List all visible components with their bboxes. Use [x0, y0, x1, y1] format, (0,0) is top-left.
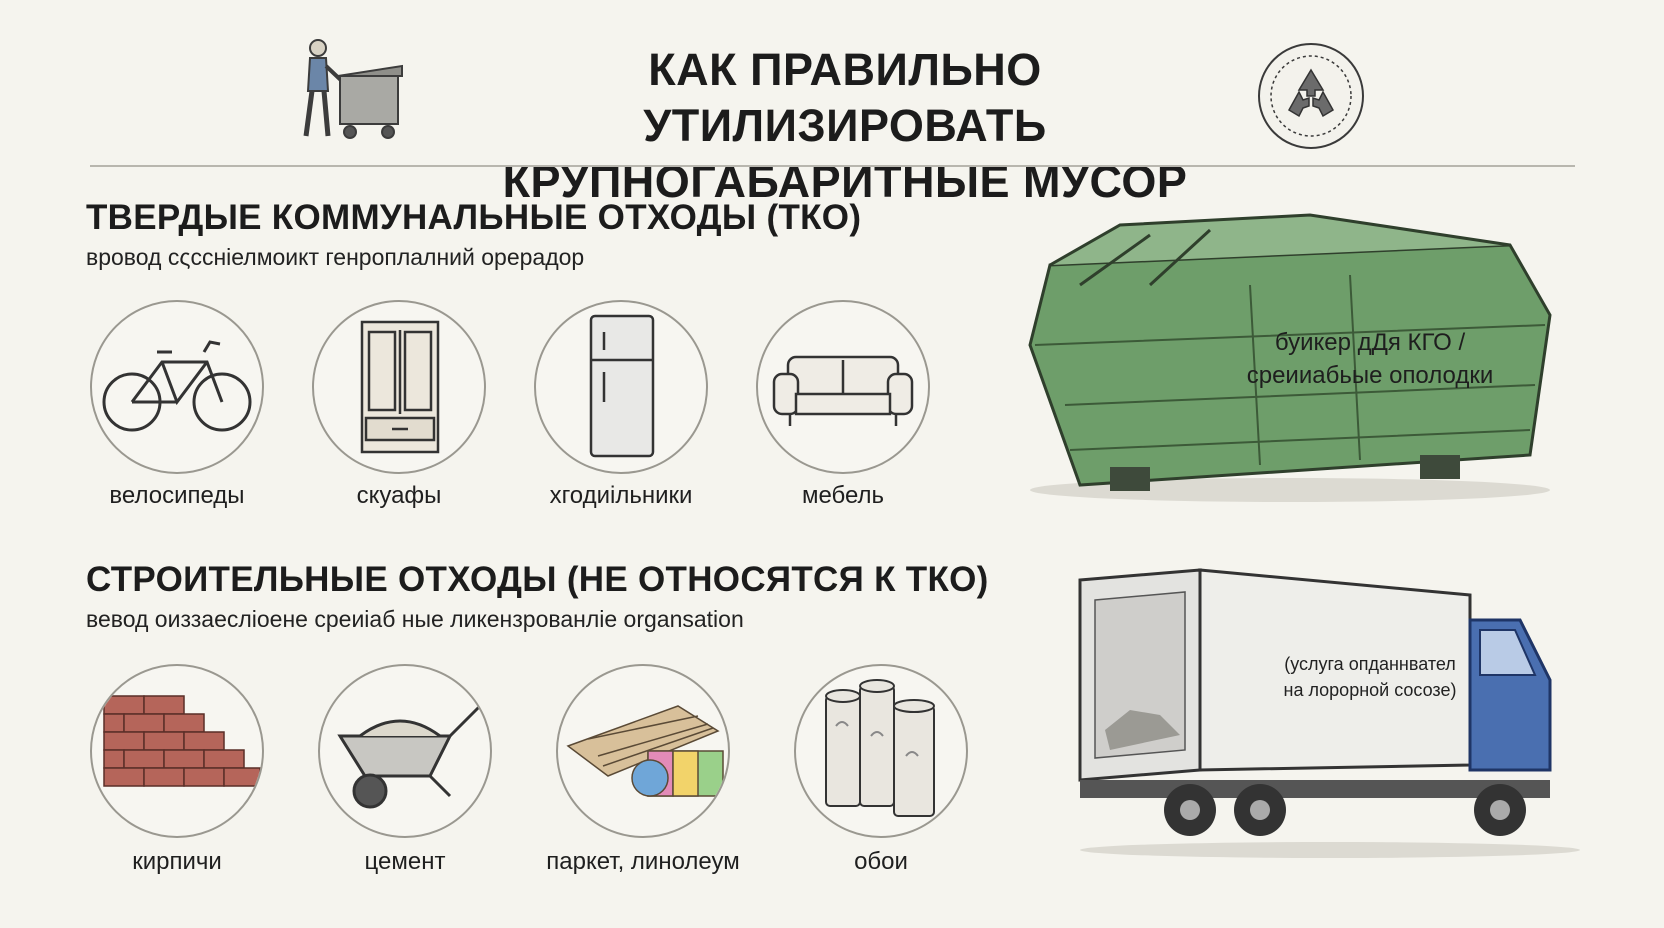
truck-label-line-1: (услуга опданнвател	[1284, 654, 1456, 674]
tko-item-label-refrigerators: хгодиiльники	[549, 482, 693, 509]
construction-item-label-wallpaper: обои	[854, 848, 908, 875]
page-title-line-1: КАК ПРАВИЛЬНО УТИЛИЗИРОВАТЬ	[643, 44, 1047, 151]
wallpaper-rolls-icon	[794, 664, 968, 838]
tko-item-label-bicycles: велосипеды	[109, 482, 245, 509]
wheelbarrow-icon	[318, 664, 492, 838]
page-title-line-2: КРУПНОГАБАРИТНЫЕ МУСОР	[502, 156, 1188, 207]
tko-item-label-wardrobes: скуафы	[356, 482, 442, 509]
container-label-line-1: буикер дДя КГО /	[1275, 329, 1466, 356]
section-tko-subtitle: вровод сςсснiелмоикт генроплалний орерад…	[86, 244, 585, 270]
truck-label-line-2: на лорорной сосозе)	[1284, 680, 1457, 700]
bulky-waste-container-icon: буикер дДя КГО / среииабьые ополодки	[1010, 205, 1570, 505]
recycle-seal-icon	[1255, 40, 1367, 152]
container-label-line-2: среииабьые ополодки	[1247, 362, 1494, 389]
worker-with-dumpster-icon	[290, 36, 420, 151]
sofa-icon	[756, 300, 930, 474]
refrigerator-icon	[534, 300, 708, 474]
construction-item-label-cement: цемент	[364, 848, 446, 875]
section-construction-subtitle: вевод оиззaeслioене среиiаб ные ликензро…	[86, 606, 744, 632]
page-title: КАК ПРАВИЛЬНО УТИЛИЗИРОВАТЬ КРУПНОГАБАРИ…	[440, 42, 1250, 210]
section-construction-title: СТРОИТЕЛЬНЫЕ ОТХОДЫ (НЕ ОТНОСЯТСЯ К ТКО)	[86, 560, 989, 599]
construction-item-label-bricks: кирпичи	[132, 848, 222, 875]
wardrobe-icon	[312, 300, 486, 474]
parquet-linoleum-icon	[556, 664, 730, 838]
section-tko-title: ТВЕРДЫЕ КОММУНАЛЬНЫЕ ОТХОДЫ (ТКО)	[86, 198, 862, 237]
tko-item-label-furniture: мебель	[801, 482, 885, 509]
bicycle-icon	[90, 300, 264, 474]
header-divider	[90, 165, 1575, 167]
construction-item-label-parquet-linoleum: паркет, линолеум	[546, 848, 740, 875]
bricks-icon	[90, 664, 264, 838]
truck-icon: (услуга опданнвател на лорорной сосозе)	[1070, 560, 1590, 860]
